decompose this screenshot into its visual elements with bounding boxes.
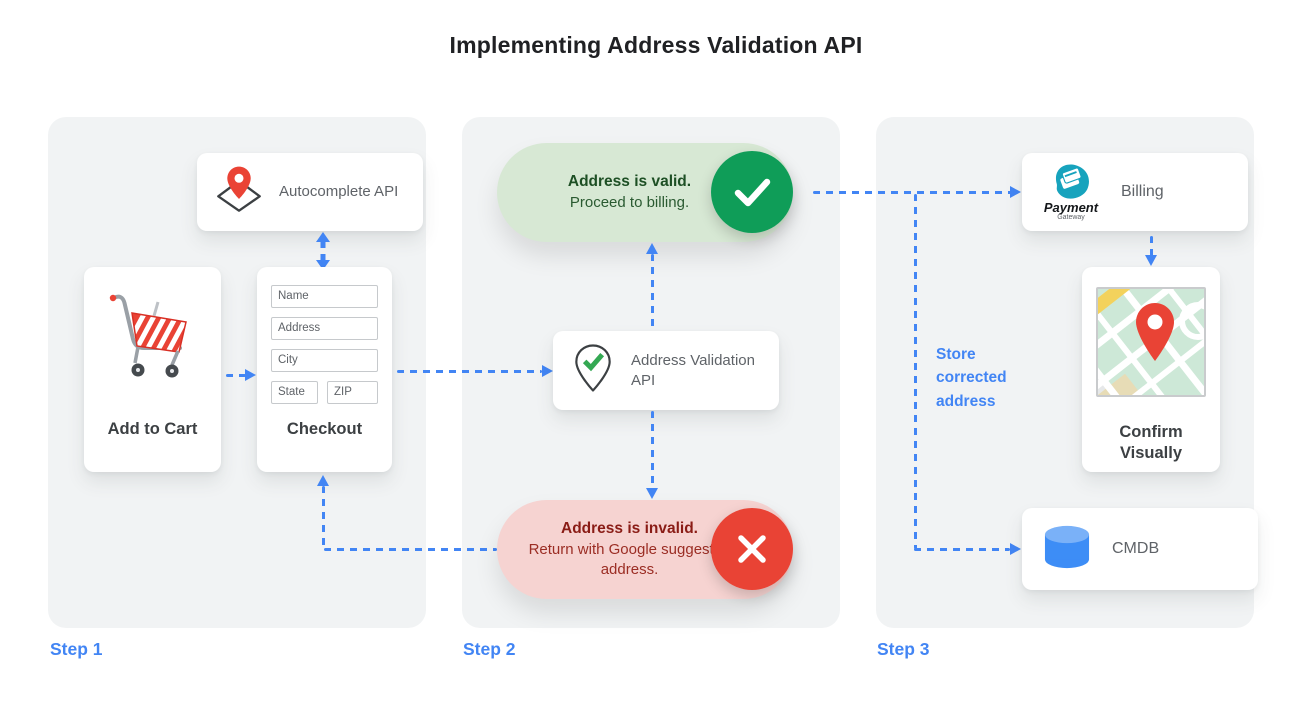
return-path-horizontal [324, 548, 497, 551]
form-field-city: City [271, 349, 378, 372]
arrow-cart-to-checkout [226, 374, 246, 377]
store-address-branch-vertical [914, 194, 917, 549]
address-validation-api-label: Address Validation API [631, 351, 755, 389]
cmdb-label: CMDB [1112, 540, 1160, 558]
arrow-valid-to-billing [813, 191, 1011, 194]
arrowhead-to-cmdb [1010, 543, 1021, 555]
return-path-vertical [322, 486, 325, 550]
arrowhead-to-invalid-pill [646, 488, 658, 499]
autocomplete-api-card: Autocomplete API [197, 153, 423, 231]
arrow-checkout-to-validation [397, 370, 542, 373]
database-cylinder-icon [1042, 524, 1092, 575]
valid-title: Address is valid. [567, 172, 692, 190]
arrowhead-cart-to-checkout [245, 369, 256, 381]
confirm-visually-card: Confirm Visually [1082, 267, 1220, 472]
step3-label: Step 3 [877, 639, 930, 659]
autocomplete-pin-diamond-icon [212, 164, 266, 221]
billing-card: Payment Gateway Billing [1022, 153, 1248, 231]
billing-label: Billing [1121, 183, 1164, 201]
validation-pin-check-icon [568, 340, 618, 401]
form-field-name: Name [271, 285, 378, 308]
arrowhead-to-confirm [1145, 255, 1157, 266]
store-corrected-address-note: Store corrected address [936, 346, 1007, 410]
checkout-label: Checkout [286, 420, 363, 438]
checkmark-circle-icon [711, 151, 793, 233]
x-circle-icon [711, 508, 793, 590]
page-title: Implementing Address Validation API [449, 32, 863, 58]
form-field-state: State [271, 381, 318, 404]
invalid-title: Address is invalid. [561, 519, 698, 537]
confirm-visually-label: Confirm Visually [1119, 423, 1183, 463]
autocomplete-api-label: Autocomplete API [279, 183, 399, 201]
line-billing-to-confirm [1150, 236, 1153, 256]
shopping-cart-icon [102, 289, 202, 386]
payment-logo-title: Payment [1043, 200, 1099, 216]
form-field-zip: ZIP [327, 381, 378, 404]
arrowhead-to-billing [1010, 186, 1021, 198]
step2-label: Step 2 [463, 639, 516, 659]
arrowhead-return-to-checkout [317, 475, 329, 486]
line-validation-to-valid [651, 254, 654, 331]
store-address-branch-horizontal [914, 548, 1010, 551]
add-to-cart-card: Add to Cart [84, 267, 221, 472]
payment-logo-subtitle: Gateway [1057, 214, 1085, 222]
step1-label: Step 1 [50, 639, 103, 659]
invalid-subtitle: Return with Google suggested address. [528, 540, 731, 578]
arrowhead-checkout-to-validation [542, 365, 553, 377]
cmdb-card: CMDB [1022, 508, 1258, 590]
map-thumbnail [1096, 287, 1206, 397]
valid-subtitle: Proceed to billing. [569, 193, 690, 211]
line-validation-to-invalid [651, 411, 654, 489]
add-to-cart-label: Add to Cart [107, 420, 198, 438]
arrowhead-to-valid-pill [646, 243, 658, 254]
form-field-address: Address [271, 317, 378, 340]
address-invalid-pill: Address is invalid. Return with Google s… [497, 500, 793, 599]
address-validation-api-card: Address Validation API [553, 331, 779, 410]
checkout-card: Name Address City State ZIP Checkout [257, 267, 392, 472]
address-valid-pill: Address is valid. Proceed to billing. [497, 143, 793, 242]
payment-gateway-logo: Payment Gateway [1037, 161, 1105, 222]
double-arrow-icon [315, 232, 331, 275]
